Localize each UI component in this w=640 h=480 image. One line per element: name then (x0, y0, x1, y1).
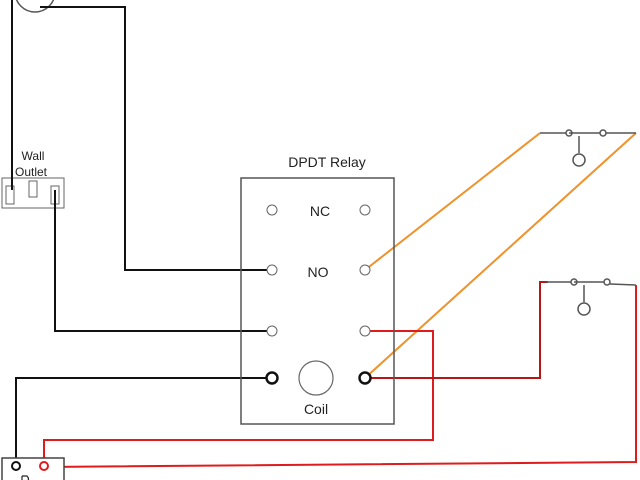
terminal-nc-right (359, 204, 371, 216)
terminal-coil-right (358, 371, 372, 385)
push-switch-2 (546, 278, 637, 316)
wire-coil-to-bottom (15, 377, 272, 462)
switch2-lead-right (609, 283, 637, 286)
power-device (1, 457, 65, 480)
relay-title: DPDT Relay (288, 154, 366, 170)
terminal-com-right (359, 325, 371, 337)
push-switch-1 (540, 129, 636, 167)
switch1-button-icon (572, 153, 586, 167)
lamp-icon (15, 0, 55, 13)
wire-com-to-bottom (43, 330, 434, 462)
wire-coil-to-switch1 (364, 132, 637, 379)
power-device-label-fragment (21, 475, 30, 480)
terminal-no-right (359, 264, 371, 276)
switch1-contact-right (599, 129, 607, 137)
wire-lamp-to-no (40, 6, 272, 271)
terminal-com-left (266, 325, 278, 337)
black-wires (11, 0, 272, 462)
dpdt-relay: DPDT Relay NC NO Coil (240, 154, 395, 425)
switch2-button-icon (577, 302, 591, 316)
terminal-coil-left (265, 371, 279, 385)
outlet-ground-hole (28, 180, 38, 198)
outlet-slot-left (5, 185, 15, 205)
no-label: NO (308, 264, 329, 280)
coil-icon (298, 360, 334, 396)
wire-switch2-to-bottom (43, 285, 637, 468)
relay-box (240, 177, 395, 425)
red-wires (43, 281, 637, 468)
outlet-label-line2: Outlet (15, 165, 48, 179)
power-terminal-red (39, 461, 49, 471)
power-device-box (1, 457, 65, 480)
terminal-nc-left (266, 204, 278, 216)
coil-label: Coil (304, 401, 328, 417)
switch2-contact-right (603, 278, 611, 286)
outlet-label-line1: Wall (22, 149, 45, 163)
orange-wires (364, 132, 637, 379)
wire-outlet-to-com (54, 190, 272, 332)
wire-no-to-switch1 (364, 132, 541, 271)
wire-coil-to-switch2 (365, 281, 548, 379)
terminal-no-left (266, 264, 278, 276)
power-terminal-black (11, 461, 21, 471)
nc-label: NC (310, 203, 330, 219)
